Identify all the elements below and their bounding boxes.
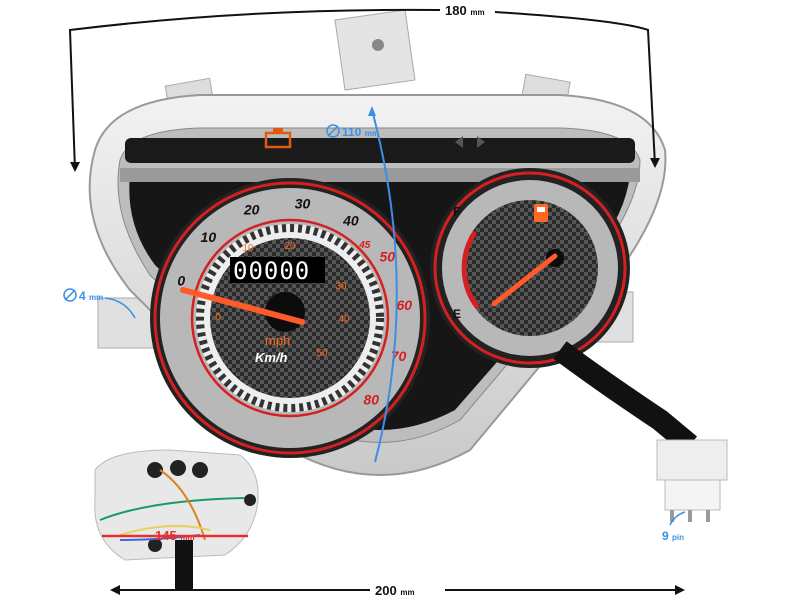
hole-diameter-label: 4 mm — [79, 289, 103, 303]
rear-view-thumbnail: 145 mm — [94, 449, 259, 590]
mph-tick-label: 30 — [335, 281, 347, 292]
speed-needle — [180, 287, 305, 325]
fuel-gauge: F E — [430, 168, 630, 368]
kmh-tick-label: 10 — [201, 229, 217, 245]
fuel-empty-label: E — [453, 307, 461, 321]
rear-hole-spacing-label: 145 mm — [155, 528, 195, 543]
odometer: 00000 — [233, 257, 310, 285]
kmh-tick-label: 20 — [243, 202, 260, 218]
dimension-annotations: 180 mm 200 mm 110 mm 4 mm 9 pin — [63, 3, 686, 598]
kmh-tick-label: 60 — [396, 297, 412, 313]
unit-kmh: Km/h — [255, 350, 288, 365]
connector-pins-label: 9 pin — [662, 529, 684, 543]
mph-tick-label: 10 — [242, 243, 254, 254]
mph-tick-label: 0 — [215, 312, 221, 323]
wiring-harness — [553, 341, 728, 522]
kmh-tick-label: 45 — [358, 240, 371, 251]
unit-mph: mph — [265, 333, 290, 348]
fuel-pump-icon — [534, 204, 548, 222]
kmh-tick-label: 50 — [379, 249, 395, 265]
mph-tick-label: 40 — [338, 314, 350, 325]
width-top-label: 180 mm — [445, 3, 485, 18]
kmh-tick-label: 30 — [295, 196, 311, 212]
mph-tick-label: 50 — [316, 348, 328, 359]
fuel-needle — [491, 253, 558, 307]
turn-signal-arrows-icon — [455, 136, 485, 148]
dial-diameter-label: 110 mm — [342, 125, 379, 139]
engine-check-icon — [264, 128, 292, 149]
kmh-tick-label: 0 — [177, 273, 185, 289]
mph-tick-label: 20 — [284, 241, 296, 252]
width-bottom-label: 200 mm — [375, 583, 415, 598]
fuel-full-label: F — [453, 204, 461, 219]
kmh-tick-label: 80 — [364, 391, 380, 407]
kmh-tick-label: 40 — [342, 212, 359, 228]
